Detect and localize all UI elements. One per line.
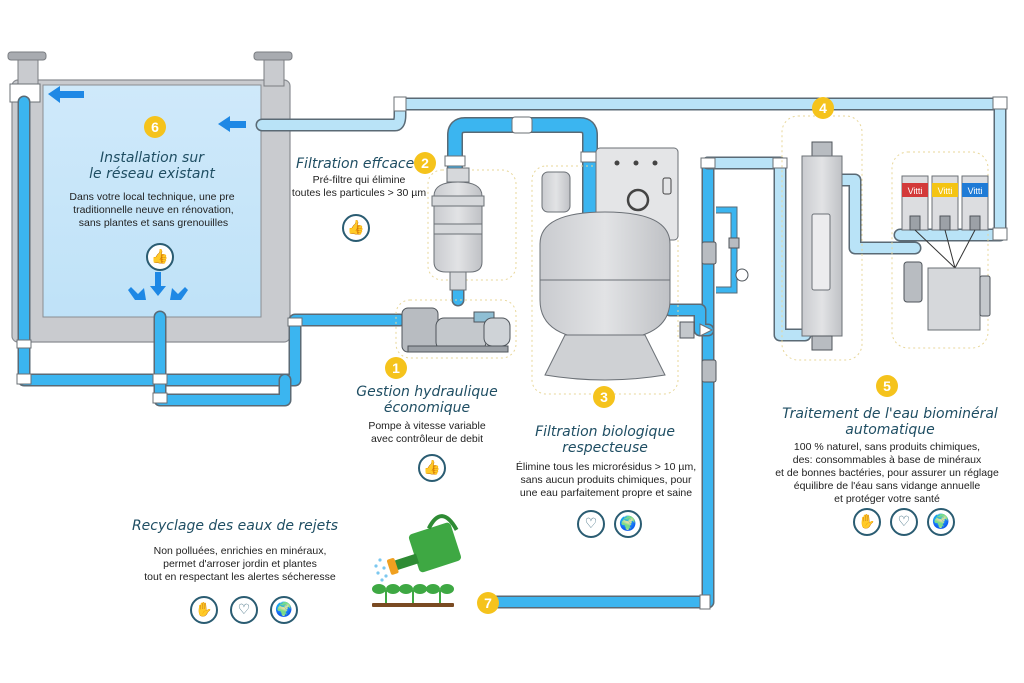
step-1-title: Gestion hydraulique économique [356,384,498,416]
step-3-description: Élimine tous les microrésidus > 10 µm, s… [515,461,697,499]
step-5-title: Traitement de l'eau biominéral automatiq… [782,406,998,438]
step-2-description: Pré-filtre qui élimine toutes les partic… [291,174,427,199]
step-badge-5: 5 [876,375,898,397]
step-badge-1: 1 [385,357,407,379]
arrow-down-icon [150,272,166,296]
valves [701,206,749,383]
mineral-cartridge: Vitti [954,175,989,269]
step-badge-6: 6 [144,116,166,138]
cartridge-label: Vitti [938,186,953,196]
sand-filter [531,147,714,395]
arrow-left-icon [48,86,84,103]
step-1-description: Pompe à vitesse variable avec contrôleur… [368,420,486,445]
flow-arrows [48,86,246,300]
step-2-title: Filtration effcace [296,156,415,172]
pump [395,299,517,359]
step-6-description: Dans votre local technique, une pre trad… [69,191,235,229]
eco-globe-icon: 🌍 [614,510,642,538]
mineral-dosing-unit: Vitti Vitti Vitti [891,151,991,349]
arrow-left-icon [218,116,246,132]
thumbs-up-icon: 👍 [146,243,174,271]
pre-filter [427,167,517,291]
step-badge-3: 3 [593,386,615,408]
uv-sterilizer: { "type": "placeholder" } [781,115,863,361]
step-badge-7: 7 [477,592,499,614]
eco-globe-icon: 🌍 [927,508,955,536]
step-5-description: 100 % naturel, sans produits chimiques, … [775,441,999,505]
arrow-down-left-icon [170,287,188,300]
thumbs-up-icon: 👍 [418,454,446,482]
caring-hands-icon: ♡ [890,508,918,536]
caring-hands-icon: ♡ [577,510,605,538]
mineral-cartridge: Vitti [931,175,959,269]
pipe-joints [16,96,1008,610]
hand-person-icon: ✋ [190,596,218,624]
arrow-down-right-icon [128,287,146,300]
hand-person-icon: ✋ [853,508,881,536]
step-badge-2: 2 [414,152,436,174]
step-3-title: Filtration biologique respecteuse [535,424,675,456]
watering-can-illustration [372,514,462,607]
mineral-cartridge: Vitti [901,175,956,269]
thumbs-up-icon: 👍 [342,214,370,242]
step-6-title: Installation sur le réseau existant [89,150,215,182]
eco-globe-icon: 🌍 [270,596,298,624]
step-badge-4: 4 [812,97,834,119]
cartridge-label: Vitti [968,186,983,196]
cartridge-label: Vitti [908,186,923,196]
step-7-description: Non polluées, enrichies en minéraux, per… [144,545,336,583]
caring-hands-icon: ♡ [230,596,258,624]
step-7-title: Recyclage des eaux de rejets [131,518,339,534]
